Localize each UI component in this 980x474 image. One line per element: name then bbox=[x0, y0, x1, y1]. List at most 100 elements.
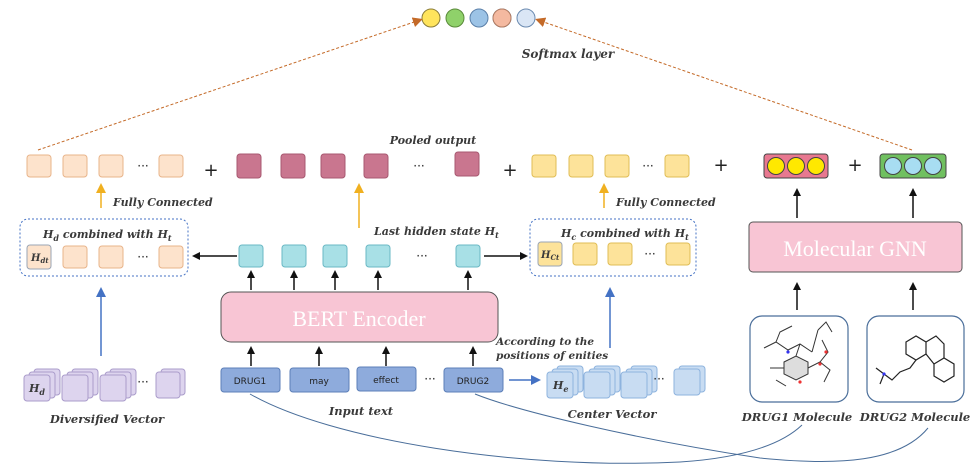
token-may-label: may bbox=[309, 377, 329, 387]
vector-cell bbox=[62, 245, 88, 269]
token-drug1-label: DRUG1 bbox=[234, 377, 266, 387]
drug-combined-box: Hd combined with Ht Hdt ··· bbox=[19, 218, 189, 277]
center-vector-label: Center Vector bbox=[568, 407, 658, 421]
pooled-output-vector: ··· bbox=[236, 151, 480, 179]
fully-connected-left-label: Fully Connected bbox=[112, 196, 213, 209]
ellipsis: ··· bbox=[424, 372, 435, 386]
vector-cell bbox=[604, 154, 630, 178]
positions-note: According to the positions of enities bbox=[495, 336, 608, 362]
molecular-gnn-label: Molecular GNN bbox=[783, 236, 927, 261]
vector-cell bbox=[62, 154, 88, 178]
vector-cell bbox=[365, 244, 391, 268]
drug2-molecule-vector bbox=[879, 153, 947, 179]
center-combined-box: Hc combined with Ht HCt ··· bbox=[529, 218, 697, 277]
plus-sign: + bbox=[502, 160, 517, 181]
dashed-left bbox=[37, 17, 423, 151]
vector-cell bbox=[26, 154, 52, 178]
diversified-vector: Hd ··· bbox=[23, 368, 186, 402]
plus-sign: + bbox=[713, 155, 728, 176]
vector-cell bbox=[531, 154, 557, 178]
softmax-circles bbox=[421, 8, 536, 28]
token-drug2-label: DRUG2 bbox=[457, 377, 489, 387]
dotted-frame bbox=[19, 218, 189, 277]
molecular-gnn-block bbox=[748, 221, 963, 273]
softmax-node bbox=[421, 8, 441, 28]
drug2-molecule-label: DRUG2 Molecule bbox=[859, 410, 971, 424]
token-effect-label: effect bbox=[373, 376, 399, 386]
vector-cell bbox=[236, 153, 262, 179]
ellipsis: ··· bbox=[644, 247, 655, 261]
softmax-node bbox=[516, 8, 536, 28]
token-effect bbox=[356, 366, 417, 392]
diversified-vector-label: Diversified Vector bbox=[49, 412, 165, 426]
ellipsis: ··· bbox=[137, 159, 148, 173]
vector-cell bbox=[664, 154, 690, 178]
vector-cell bbox=[281, 244, 307, 268]
fully-connected-right-label: Fully Connected bbox=[615, 196, 716, 209]
vector-cell bbox=[454, 151, 480, 177]
pooled-output-label: Pooled output bbox=[389, 134, 477, 147]
vector-node bbox=[807, 157, 825, 175]
softmax-node bbox=[492, 8, 512, 28]
token-may bbox=[289, 367, 350, 393]
ellipsis: ··· bbox=[413, 159, 424, 173]
vector-cell bbox=[320, 153, 346, 179]
vector-cell bbox=[537, 241, 563, 267]
input-arrows bbox=[247, 346, 477, 366]
input-text-label: Input text bbox=[328, 404, 394, 418]
vector-cell bbox=[238, 244, 264, 268]
vector-cell bbox=[98, 154, 124, 178]
bert-encoder-block bbox=[220, 291, 499, 343]
center-combined-label: Hc combined with Ht bbox=[560, 227, 689, 242]
center-vector: He ··· bbox=[546, 365, 706, 399]
last-hidden-state-vector: ··· bbox=[238, 244, 481, 268]
softmax-node bbox=[469, 8, 489, 28]
token-drug1 bbox=[220, 367, 281, 393]
ellipsis: ··· bbox=[137, 375, 148, 389]
input-tokens: DRUG1 may effect ··· DRUG2 bbox=[220, 366, 504, 393]
diversified-sym: Hd bbox=[28, 382, 45, 397]
drug1-molecule-vector bbox=[763, 153, 829, 179]
vector-cell bbox=[568, 154, 594, 178]
drug2-molecule-structure bbox=[875, 335, 955, 385]
center-sym: He bbox=[552, 379, 569, 394]
ellipsis: ··· bbox=[653, 372, 664, 386]
vector-node bbox=[924, 157, 942, 175]
dashed-right bbox=[535, 17, 913, 151]
vector-cell bbox=[322, 244, 348, 268]
softmax-label: Softmax layer bbox=[522, 47, 616, 61]
vector-node bbox=[904, 157, 922, 175]
vector-node bbox=[787, 157, 805, 175]
drug2-molecule-frame bbox=[866, 315, 965, 403]
vector-cell bbox=[455, 244, 481, 268]
plus-sign: + bbox=[203, 160, 218, 181]
bert-output-arrows bbox=[247, 270, 472, 290]
softmax-node bbox=[445, 8, 465, 28]
ellipsis: ··· bbox=[642, 159, 653, 173]
vector-cell bbox=[280, 153, 306, 179]
drug-fc-output: ··· bbox=[26, 154, 184, 178]
token-drug2 bbox=[443, 367, 504, 393]
ellipsis: ··· bbox=[137, 250, 148, 264]
vector-cell bbox=[158, 245, 184, 269]
bert-encoder-label: BERT Encoder bbox=[292, 306, 426, 331]
drug2-token-to-molecule-curve bbox=[474, 393, 929, 462]
center-fc-output: ··· bbox=[531, 154, 690, 178]
vector-cell bbox=[665, 242, 691, 266]
plus-sign: + bbox=[847, 155, 862, 176]
vector-cell bbox=[363, 153, 389, 179]
ellipsis: ··· bbox=[416, 249, 427, 263]
drug1-token-to-molecule-curve bbox=[249, 393, 803, 464]
vector-cell bbox=[26, 244, 52, 270]
vector-node bbox=[884, 157, 902, 175]
drug-combined-label: Hd combined with Ht bbox=[42, 228, 172, 243]
dt-cell-label: Hdt bbox=[30, 253, 49, 265]
drug1-molecule-label: DRUG1 Molecule bbox=[741, 410, 853, 424]
last-hidden-state-label: Last hidden state Ht bbox=[373, 225, 499, 240]
vector-cell bbox=[98, 245, 124, 269]
ct-cell-label: HCt bbox=[540, 250, 560, 262]
vector-cell bbox=[158, 154, 184, 178]
vector-cell bbox=[572, 242, 598, 266]
vector-node bbox=[767, 157, 785, 175]
